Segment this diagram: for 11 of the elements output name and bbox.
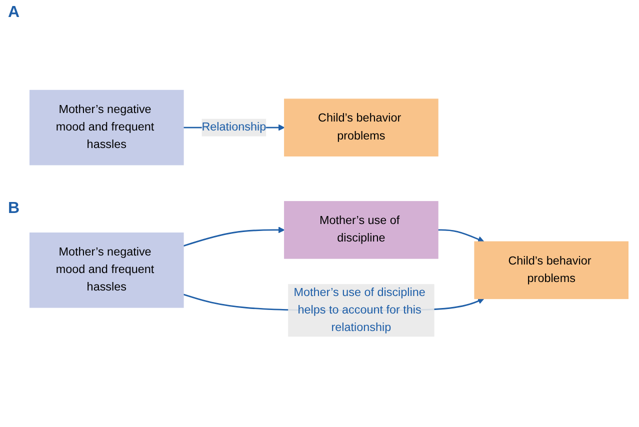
edge-label: Mother’s use of discipline helps to account for this relationship [294,286,426,334]
edge-label: Relationship [202,120,266,134]
arrow [438,229,484,242]
node-box: Mother’s use of discipline [284,201,438,259]
arrow [183,226,285,247]
panel-letter: B [8,200,20,218]
panel-letter: A [8,4,20,22]
node-box: Mother’s negative mood and frequent hassles [29,232,184,308]
node-box: Mother’s negative mood and frequent hassles [29,90,184,166]
node-box: Child’s behavior problems [474,241,629,300]
node-box: Child’s behavior problems [284,98,438,156]
